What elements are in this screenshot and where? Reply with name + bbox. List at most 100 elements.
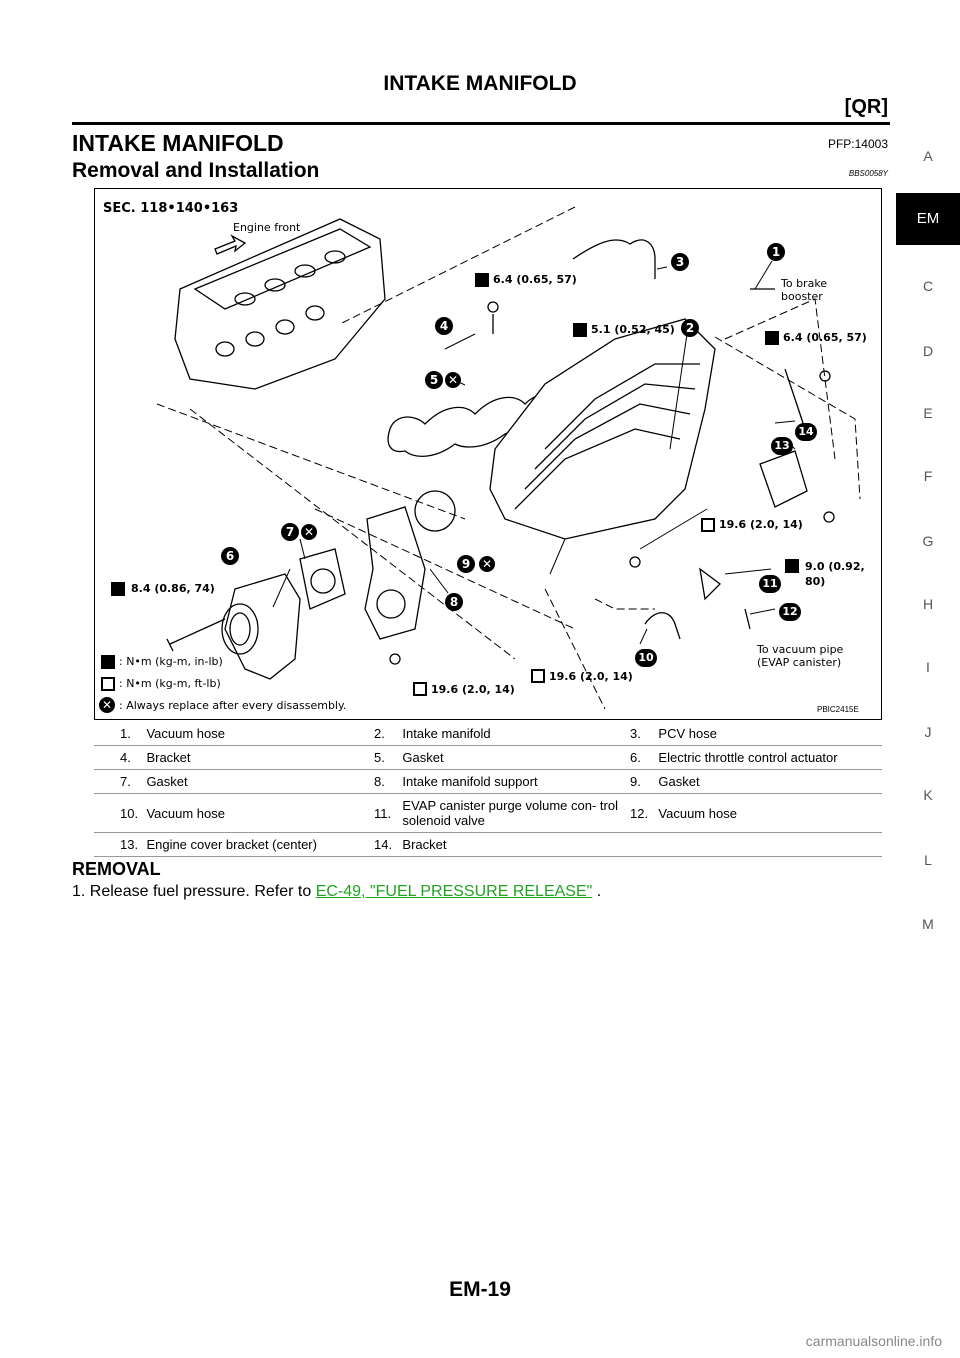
legend-inlb: : N•m (kg-m, in-lb) [119,655,223,668]
callout-12: 12 [779,603,801,621]
torque-value-4: 19.6 (2.0, 14) [719,518,803,531]
torque-ftlb-icon [701,518,715,532]
part-name: Bracket [144,745,370,770]
callout-4: 4 [435,317,453,335]
engine-code: [QR] [844,96,888,118]
legend-replace-icon: ✕ [99,697,115,713]
part-number: 14. [370,832,401,857]
table-row: 13. Engine cover bracket (center) 14. Br… [94,832,882,857]
section-subheading: Removal and Installation [72,159,320,182]
section-heading: INTAKE MANIFOLD [72,130,284,156]
part-name: Bracket [400,832,626,857]
watermark: carmanualsonline.info [805,1333,942,1349]
part-number: 11. [370,793,401,833]
callout-2: 2 [681,319,699,337]
part-number [625,832,657,857]
step-1-end: . [592,883,602,900]
part-name: Intake manifold [400,722,626,746]
callout-10: 10 [635,649,657,667]
figure-code: PBIC2415E [817,705,859,714]
replace-icon: ✕ [301,524,317,540]
running-header-title: INTAKE MANIFOLD [383,72,577,95]
table-row: 7. Gasket 8. Intake manifold support 9. … [94,769,882,794]
exploded-view-figure: SEC. 118•140•163 Engine front To brake b… [94,188,882,720]
doc-id: BBS0058Y [848,169,888,178]
part-number: 1. [94,722,145,746]
exploded-view-drawing [156,206,861,710]
legend-torque-inlb-icon [101,655,115,669]
part-number: 7. [94,769,145,794]
parts-table: 1. Vacuum hose 2. Intake manifold 3. PCV… [94,722,882,857]
tab-c[interactable]: C [922,278,934,294]
part-number: 5. [370,745,401,770]
callout-5: 5 [425,371,443,389]
header-rule [72,122,890,125]
torque-value-7: 19.6 (2.0, 14) [431,683,515,696]
part-name: Gasket [144,769,370,794]
torque-value-3: 6.4 (0.65, 57) [783,331,867,344]
torque-value-6: 8.4 (0.86, 74) [131,582,215,595]
tab-f[interactable]: F [923,468,933,484]
removal-heading: REMOVAL [72,859,161,879]
replace-icon: ✕ [445,372,461,388]
part-name: PCV hose [656,722,882,746]
callout-14: 14 [795,423,817,441]
removal-step-1: 1. Release fuel pressure. Refer to EC-49… [72,883,601,901]
callout-1: 1 [767,243,785,261]
part-name: Vacuum hose [144,793,370,833]
part-name: Intake manifold support [400,769,626,794]
part-number: 9. [625,769,657,794]
replace-icon: ✕ [479,556,495,572]
part-name: Gasket [400,745,626,770]
torque-inlb-icon [765,331,779,345]
tab-k[interactable]: K [923,787,933,803]
legend-replace: : Always replace after every disassembly… [119,699,347,712]
torque-value-2: 5.1 (0.52, 45) [591,323,675,336]
page-number: EM-19 [449,1278,511,1301]
part-name: Engine cover bracket (center) [144,832,370,857]
part-name: Electric throttle control actuator [656,745,882,770]
torque-value-1: 6.4 (0.65, 57) [493,273,577,286]
callout-6: 6 [221,547,239,565]
step-1-text: 1. Release fuel pressure. Refer to [72,883,316,900]
callout-7: 7 [281,523,299,541]
callout-8: 8 [445,593,463,611]
tab-a[interactable]: A [923,148,933,164]
to-vacuum-pipe-label: To vacuum pipe (EVAP canister) [757,643,844,669]
part-number: 2. [370,722,401,746]
part-name: EVAP canister purge volume con- trol sol… [400,793,626,833]
part-number: 6. [625,745,657,770]
engine-front-label: Engine front [233,221,301,234]
callout-3: 3 [671,253,689,271]
table-row: 1. Vacuum hose 2. Intake manifold 3. PCV… [94,722,882,746]
part-name [656,832,882,857]
tab-m[interactable]: M [922,916,934,932]
tab-d[interactable]: D [922,343,934,359]
part-number: 10. [94,793,145,833]
torque-ftlb-icon [531,669,545,683]
table-row: 4. Bracket 5. Gasket 6. Electric throttl… [94,745,882,770]
tab-e[interactable]: E [923,405,933,421]
part-number: 8. [370,769,401,794]
tab-em[interactable]: EM [896,193,960,245]
tab-g[interactable]: G [922,533,934,549]
callout-13: 13 [771,437,793,455]
tab-l[interactable]: L [924,852,932,868]
torque-inlb-icon [573,323,587,337]
tab-j[interactable]: J [924,724,932,740]
fuel-pressure-release-link[interactable]: EC-49, "FUEL PRESSURE RELEASE" [315,883,593,900]
to-brake-booster-label: To brake booster [781,277,828,303]
torque-inlb-icon [111,582,125,596]
part-name: Vacuum hose [656,793,882,833]
torque-value-8: 19.6 (2.0, 14) [549,670,633,683]
legend-ftlb: : N•m (kg-m, ft-lb) [119,677,221,690]
pfp-code: PFP:14003 [827,137,888,151]
tab-i[interactable]: I [926,659,930,675]
part-name: Gasket [656,769,882,794]
legend-torque-ftlb-icon [101,677,115,691]
sec-label: SEC. 118•140•163 [103,201,239,216]
tab-h[interactable]: H [922,596,934,612]
torque-inlb-icon [785,559,799,573]
callout-11: 11 [759,575,781,593]
torque-ftlb-icon [413,682,427,696]
